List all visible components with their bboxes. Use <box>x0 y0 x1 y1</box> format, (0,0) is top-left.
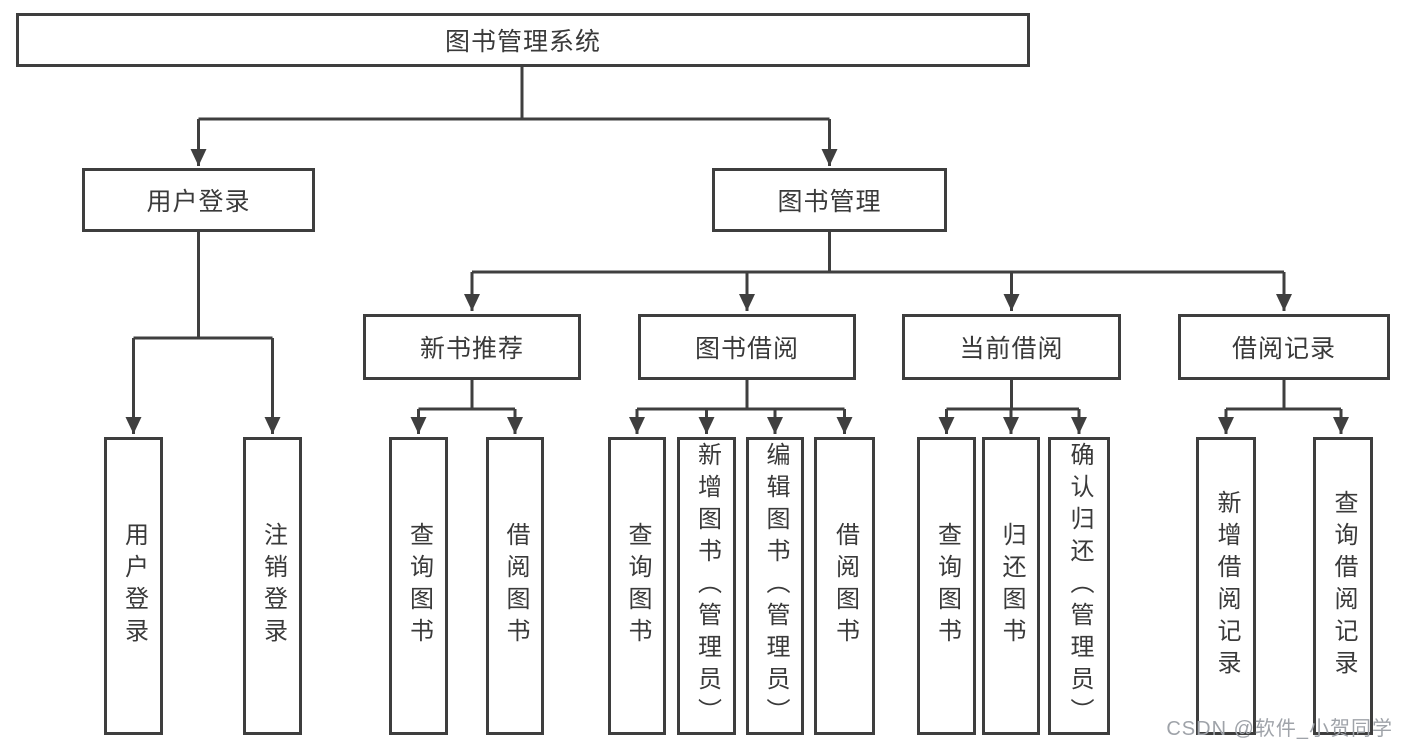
node-leaf-user-login: 用户登录 <box>104 437 163 735</box>
node-label: 查询图书 <box>405 522 433 650</box>
node-label: 归还图书 <box>998 522 1025 650</box>
node-label: 确认归还（管理员） <box>1066 442 1093 730</box>
node-label: 借阅记录 <box>1231 335 1336 363</box>
node-label: 新书推荐 <box>419 335 524 363</box>
node-label: 图书管理系统 <box>444 28 601 56</box>
node-label: 图书管理 <box>777 188 882 216</box>
node-book-borrowing: 图书借阅 <box>638 314 856 380</box>
node-label: 用户登录 <box>120 522 148 650</box>
node-leaf-borrow-books-recommend: 借阅图书 <box>486 437 544 735</box>
node-label: 新增图书（管理员） <box>693 442 721 730</box>
node-label: 新增借阅记录 <box>1213 490 1240 682</box>
connector-tree <box>133 67 1341 411</box>
node-leaf-add-borrow-record: 新增借阅记录 <box>1196 437 1256 735</box>
node-leaf-edit-book-admin: 编辑图书（管理员） <box>746 437 804 735</box>
node-label: 借阅图书 <box>831 522 859 650</box>
node-leaf-query-books-current: 查询图书 <box>917 437 976 735</box>
node-label: 查询借阅记录 <box>1330 490 1357 682</box>
node-leaf-logout: 注销登录 <box>243 437 302 735</box>
node-library-system: 图书管理系统 <box>16 13 1030 67</box>
node-label: 编辑图书（管理员） <box>762 442 789 730</box>
node-label: 查询图书 <box>624 522 651 650</box>
node-label: 图书借阅 <box>694 335 799 363</box>
node-book-management: 图书管理 <box>712 168 947 232</box>
node-label: 借阅图书 <box>502 522 529 650</box>
node-label: 查询图书 <box>933 522 961 650</box>
node-label: 当前借阅 <box>959 335 1064 363</box>
node-leaf-borrow-books: 借阅图书 <box>814 437 875 735</box>
node-leaf-add-book-admin: 新增图书（管理员） <box>677 437 736 735</box>
node-leaf-query-books-borrow: 查询图书 <box>608 437 666 735</box>
node-label: 用户登录 <box>146 188 251 216</box>
node-leaf-confirm-return-admin: 确认归还（管理员） <box>1048 437 1110 735</box>
csdn-watermark: CSDN @软件_小贺同学 <box>1166 718 1393 740</box>
node-leaf-return-book: 归还图书 <box>982 437 1040 735</box>
node-leaf-query-borrow-record: 查询借阅记录 <box>1313 437 1373 735</box>
node-label: 注销登录 <box>259 522 287 650</box>
node-user-login: 用户登录 <box>82 168 315 232</box>
node-leaf-query-books-recommend: 查询图书 <box>389 437 448 735</box>
node-borrowing-records: 借阅记录 <box>1178 314 1390 380</box>
connector-arrows <box>125 119 1349 434</box>
node-new-book-recommend: 新书推荐 <box>363 314 581 380</box>
node-current-borrowing: 当前借阅 <box>902 314 1121 380</box>
